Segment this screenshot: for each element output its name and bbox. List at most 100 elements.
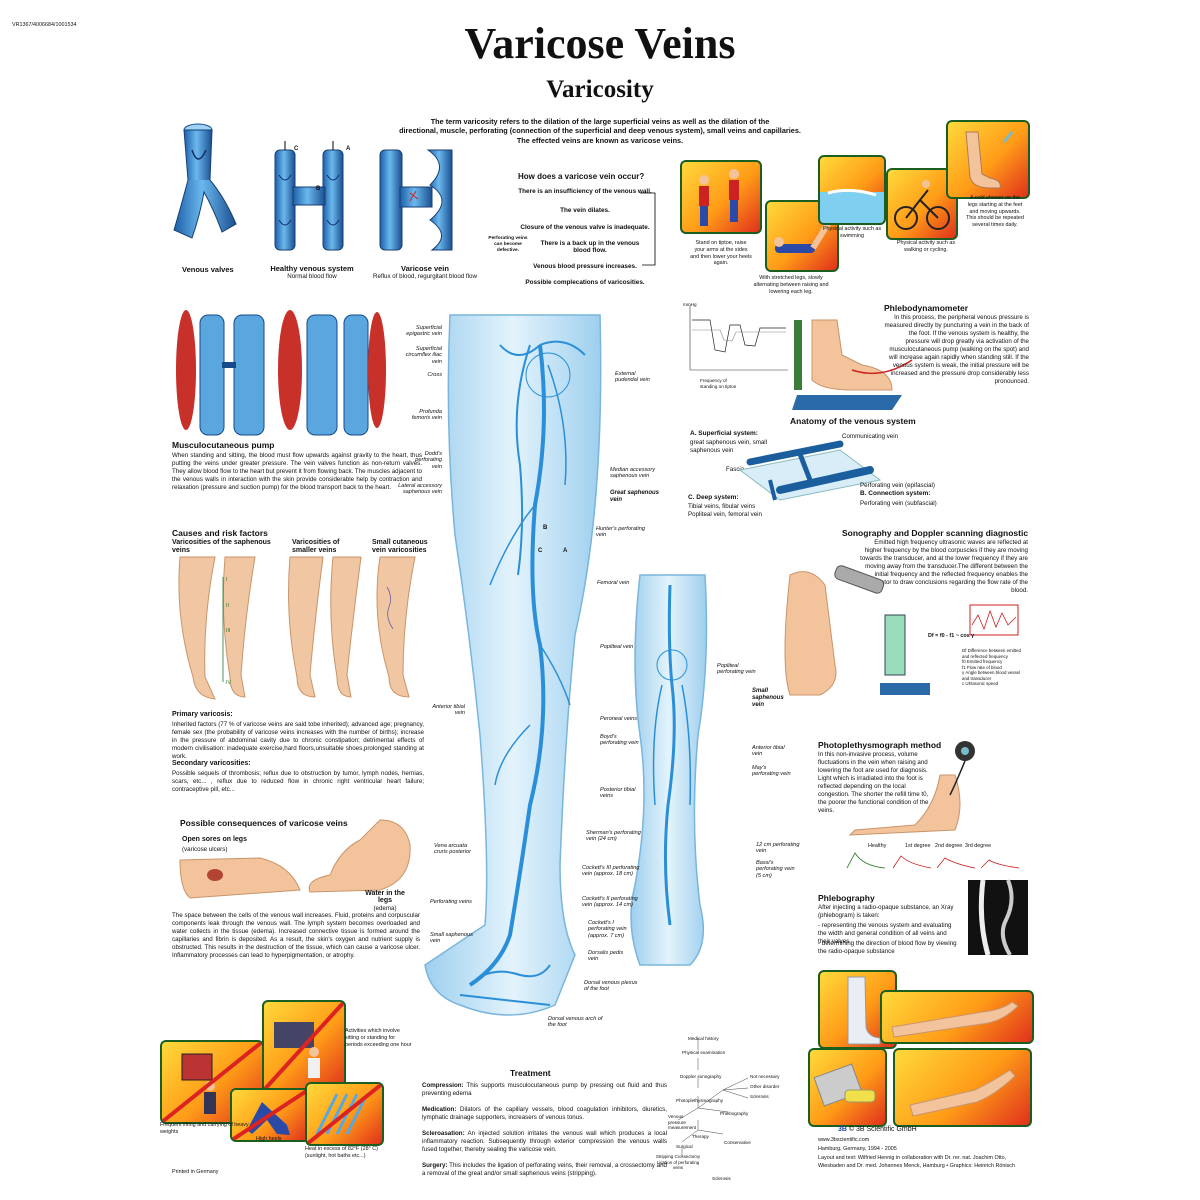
- tree-node: Stripping Crossectomy Ligation of perfor…: [655, 1154, 701, 1170]
- leg-label: Posterior tibial veins: [600, 787, 636, 800]
- tree-node: Other disorder: [750, 1084, 780, 1089]
- healthy-caption: Healthy venous system Normal blood flow: [262, 264, 362, 281]
- leg-venous-illustration: [424, 314, 708, 1016]
- legend-item: Df Difference between emitted and reflec…: [962, 648, 1021, 659]
- brand-logo-icon: 3B: [838, 1126, 847, 1133]
- anatomy-illustration: [738, 440, 882, 501]
- label-b: B: [316, 186, 321, 192]
- anatomy-c-heading: C. Deep system:: [688, 494, 739, 501]
- venous-valve-icon: [173, 123, 237, 239]
- causes-col3: Small cutaneous vein varicosities: [372, 539, 428, 554]
- healthy-venous-system-icon: [274, 141, 344, 251]
- leg-label: Sherman's perforating vein (24 cm): [586, 830, 641, 843]
- consequences-text: The space between the cells of the venou…: [172, 912, 420, 959]
- leg-label: Popliteal vein: [600, 644, 634, 650]
- brand-text: © 3B Scientific GmbH: [848, 1126, 917, 1133]
- leg-label: Superficial circumflex iliac vein: [405, 346, 442, 365]
- occur-step: The vein dilates.: [560, 207, 610, 214]
- sonography-legend: Df Difference between emitted and reflec…: [962, 648, 1028, 687]
- leg-label: Bassi's perforating vein (5 cm): [756, 860, 795, 879]
- tree-node: Sclerosis: [750, 1094, 769, 1099]
- causes-col2: Varicosities of smaller veins: [292, 539, 340, 554]
- marker-c: C: [538, 548, 543, 554]
- ppg-3rd: 3rd degree: [965, 843, 992, 849]
- occur-step: Closure of the venous valve is inadequat…: [520, 224, 650, 231]
- ppg-text: In this non-invasive process, volume flu…: [818, 751, 929, 814]
- phlebodynamometer-title: Phlebodynamometer: [884, 303, 969, 313]
- ppg-illustration: [848, 741, 975, 836]
- leg-label: Superficial epigastric vein: [406, 325, 442, 338]
- valve-illustrations: [173, 123, 453, 251]
- tree-node: Not necessary: [750, 1074, 780, 1079]
- water-caption: Water in the legs (edema): [360, 890, 410, 913]
- page-subtitle: Varicosity: [546, 76, 654, 103]
- phlebography-b1: - representing the venous system and eva…: [818, 922, 952, 945]
- printed-in: Printed in Germany: [172, 1169, 219, 1175]
- leg-label: 12 cm perforating vein: [756, 842, 800, 855]
- pump-text: When standing and sitting, the blood mus…: [172, 452, 422, 491]
- legend-item: f0 Emitted frequency: [962, 659, 1003, 664]
- leg-label: Vena arcuata cruris posterior: [434, 843, 471, 856]
- leg-label: External pudendal vein: [615, 371, 650, 384]
- tree-node: Photoplethysmography: [676, 1098, 723, 1103]
- graph-y-label: mmHg: [683, 302, 697, 307]
- marker-a: A: [563, 548, 568, 554]
- anatomy-b-heading: B. Connection system:: [860, 490, 931, 497]
- risk-caption-sitting: Activities which involve sitting or stan…: [345, 1028, 412, 1048]
- surgery-text: This includes the ligation of perforatin…: [422, 1162, 668, 1177]
- leg-label: Popliteal perforating vein: [717, 663, 756, 676]
- treatment-sclero: Scleroasation: An injected solution irri…: [422, 1130, 667, 1154]
- anatomy-a-heading: A. Superficial system:: [690, 430, 758, 437]
- leg-label: Lateral accessory saphenous vein: [398, 483, 442, 496]
- consequences-feet-illustration: [179, 819, 411, 899]
- intro-line: The term varicosity refers to the dilati…: [430, 117, 770, 126]
- leg-label: Cross: [427, 372, 442, 378]
- compression-text: This supports musculocutaneous pump by p…: [422, 1082, 668, 1097]
- varicose-caption: Varicose vein Reflux of blood, regurgita…: [360, 264, 490, 281]
- exercise-caption-3: Physical activity such as swimming: [822, 226, 882, 239]
- occur-step: Possible complecations of varicosities.: [525, 279, 645, 286]
- tree-node: Sclerosis: [712, 1176, 731, 1181]
- anatomy-perf-epi: Perforating vein (epifascial): [860, 482, 935, 489]
- causes-legs-illustration: [178, 556, 416, 700]
- legend-item: c Ultrasonic speed: [962, 681, 999, 686]
- treatment-compression: Compression: This supports musculocutane…: [422, 1082, 667, 1098]
- treatment-panel-leg2: [893, 1048, 1032, 1127]
- intro-line: directional, muscle, perforating (connec…: [399, 126, 801, 136]
- treatment-panel-leg1: [880, 990, 1034, 1044]
- leg-label: Cockett's III perforating vein (approx. …: [582, 865, 640, 878]
- consequences-title: Possible consequences of varicose veins: [180, 818, 348, 828]
- tree-node: Medical history: [688, 1036, 719, 1041]
- tree-node: Physical examination: [682, 1050, 726, 1055]
- leg-label: Peroneal veins: [600, 716, 638, 722]
- treatment-panel-medication: [808, 1048, 887, 1127]
- muscle-pump-illustration: [176, 310, 386, 436]
- sclero-text: An injected solution irritates the venou…: [422, 1130, 667, 1153]
- sonography-formula: Df = f0 - f1 ~ cos γ: [928, 633, 975, 639]
- tree-node: Venous pressure measurement: [668, 1114, 697, 1131]
- leg-label: Dorsal venous plexus of the foot: [584, 980, 638, 993]
- occur-side-note: Perforating veins can become defective.: [488, 236, 528, 253]
- phlebodynamometer-illustration: [792, 319, 913, 410]
- anatomy-fascia: Fascia: [726, 466, 745, 473]
- risk-caption-lifting: Frequent lifting and carrying of heavy w…: [160, 1122, 249, 1135]
- ppg-title: Photoplethysmograph method: [818, 740, 942, 750]
- primary-text: Inherited factors (77 % of varicose vein…: [172, 721, 424, 760]
- risk-panel-heat: [305, 1082, 384, 1146]
- healthy-title: Healthy venous system: [270, 264, 354, 273]
- sonography-title: Sonography and Doppler scanning diagnost…: [842, 528, 1029, 538]
- pump-title: Musculocutaneous pump: [172, 440, 275, 450]
- exercise-caption-5: A cold shower on the legs starting at th…: [966, 195, 1024, 228]
- leg-label: Femoral vein: [597, 580, 630, 586]
- sores-label: Open sores on legs: [182, 836, 247, 843]
- occur-feedback-arrow: [640, 192, 656, 266]
- exercise-panel-3: [818, 155, 886, 225]
- stage-mark: IV: [226, 680, 232, 686]
- varicose-title: Varicose vein: [401, 264, 449, 273]
- leg-label: Cockett's II perforating vein (approx. 1…: [582, 896, 638, 909]
- causes-col1: Varicosities of the saphenous veins: [172, 539, 271, 554]
- leg-label: Profunda femoris vein: [411, 409, 442, 422]
- footer-line1: Hamburg, Germany, 1994 - 2005: [818, 1146, 897, 1152]
- sonography-text: Emitted high frequency ultrasonic waves …: [860, 539, 1028, 594]
- footer-line3: Wiesbaden and Dr. med. Johannes Menck, H…: [818, 1163, 1015, 1169]
